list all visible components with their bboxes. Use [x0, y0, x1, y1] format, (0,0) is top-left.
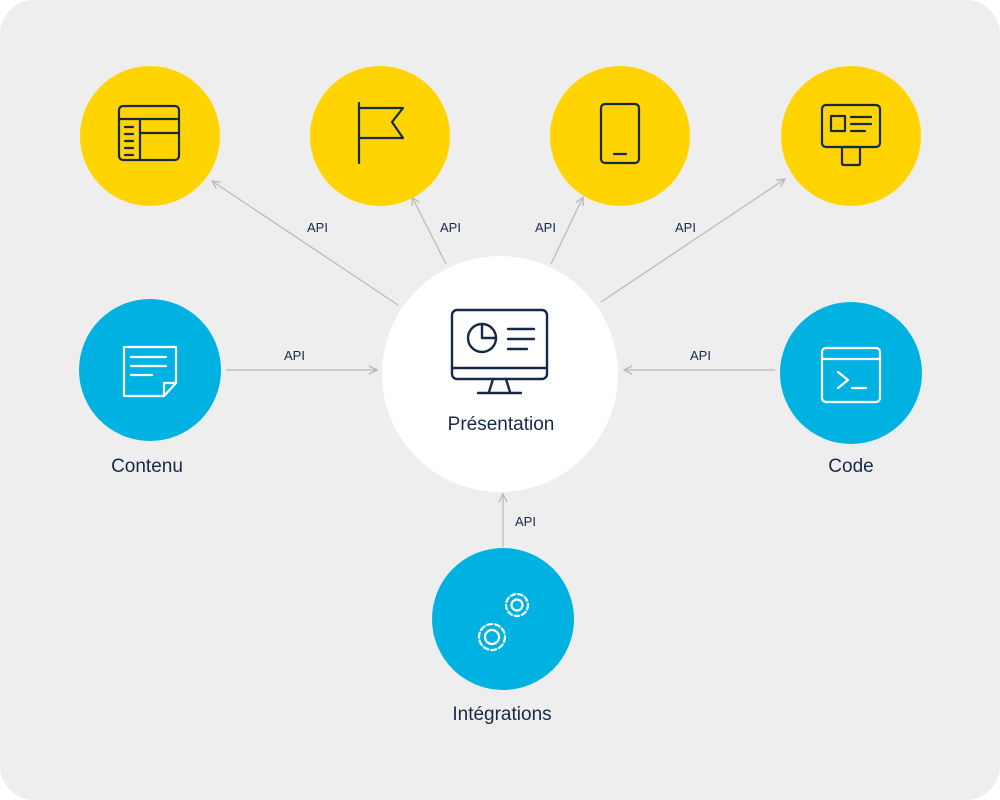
- flag-icon: [357, 101, 405, 165]
- connector-labels: API API API API API API API: [284, 220, 711, 529]
- connector-to-top1: [212, 181, 399, 306]
- node-integrations[interactable]: [432, 548, 574, 690]
- node-website[interactable]: [80, 66, 220, 206]
- gears-icon: [477, 592, 530, 652]
- connector-to-top2: [412, 197, 447, 265]
- label-contenu: Contenu: [111, 456, 183, 477]
- label-code: Code: [828, 456, 874, 477]
- kiosk-display-icon: [820, 103, 882, 167]
- document-note-icon: [122, 345, 178, 398]
- label-integrations: Intégrations: [452, 704, 552, 725]
- connector-to-top3: [550, 197, 583, 265]
- api-label-integrations: API: [515, 514, 536, 529]
- mobile-phone-icon: [599, 102, 641, 165]
- website-layout-icon: [117, 104, 181, 162]
- api-label-code: API: [690, 348, 711, 363]
- api-label-top1: API: [307, 220, 328, 235]
- api-label-contenu: API: [284, 348, 305, 363]
- connector-to-top4: [600, 179, 785, 303]
- api-label-top2: API: [440, 220, 461, 235]
- node-code[interactable]: [780, 302, 922, 444]
- monitor-dashboard-icon: [450, 308, 549, 395]
- connectors: [212, 179, 785, 547]
- api-label-top4: API: [675, 220, 696, 235]
- terminal-window-icon: [820, 346, 882, 404]
- node-contenu[interactable]: [79, 299, 221, 441]
- api-label-top3: API: [535, 220, 556, 235]
- label-presentation: Présentation: [447, 414, 555, 435]
- node-mobile[interactable]: [550, 66, 690, 206]
- node-flag[interactable]: [310, 66, 450, 206]
- node-kiosk[interactable]: [781, 66, 921, 206]
- node-presentation[interactable]: [382, 256, 618, 492]
